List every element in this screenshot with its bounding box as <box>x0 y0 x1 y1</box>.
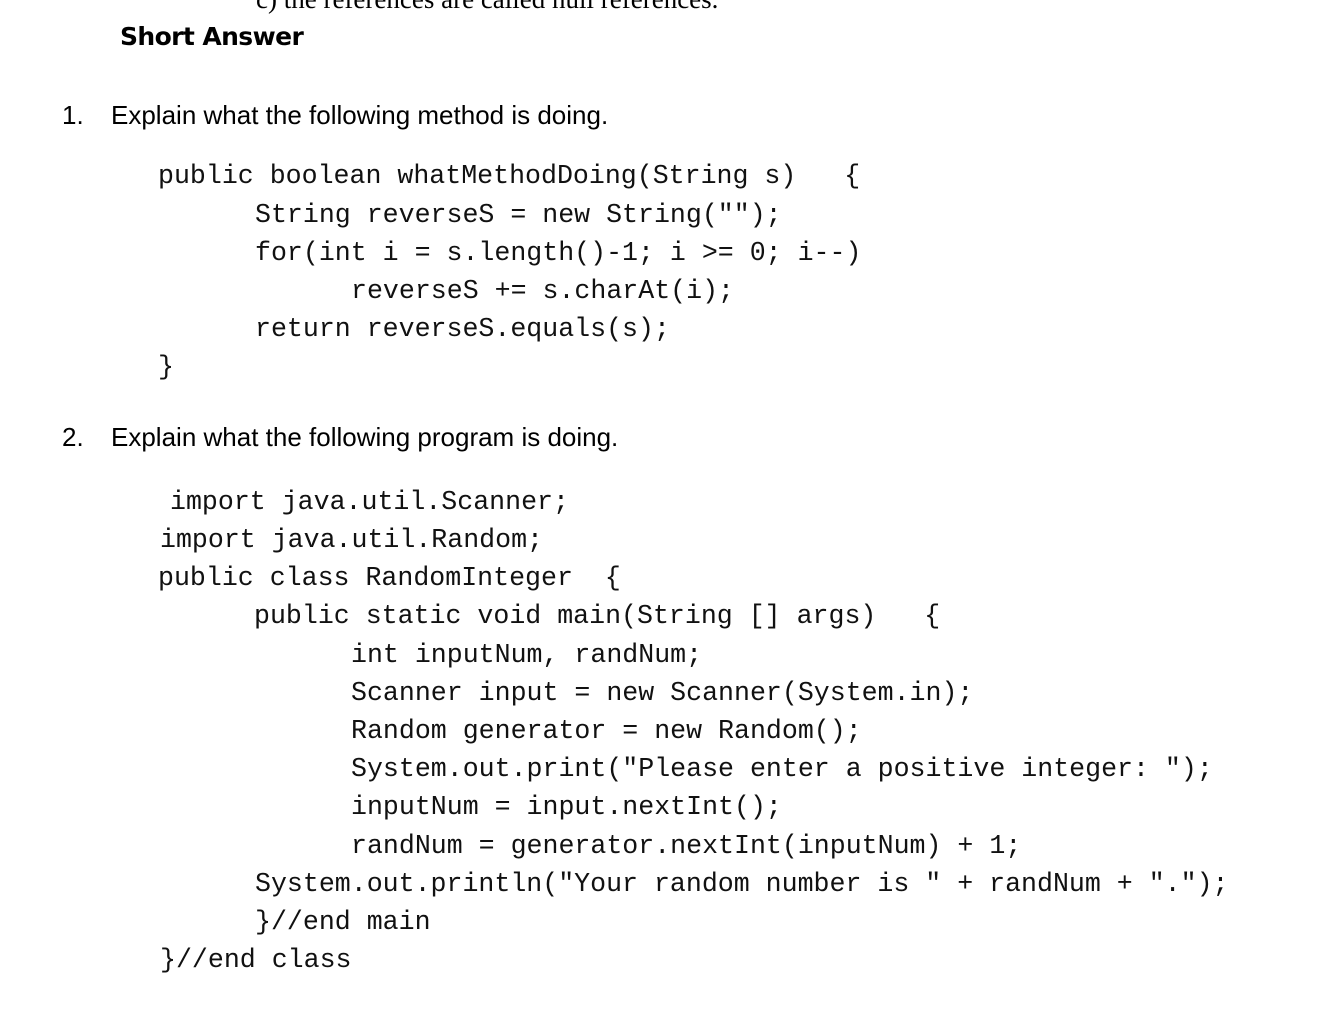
code-line: return reverseS.equals(s); <box>255 314 670 344</box>
code-line: import java.util.Random; <box>160 525 544 555</box>
code-line: System.out.println("Your random number i… <box>255 869 1229 899</box>
code-line: String reverseS = new String(""); <box>255 200 782 230</box>
code-line: Random generator = new Random(); <box>351 716 862 746</box>
code-line: public class RandomInteger { <box>158 563 621 593</box>
code-line: System.out.print("Please enter a positiv… <box>351 754 1213 784</box>
code-line: }//end main <box>255 907 431 937</box>
code-line: }//end class <box>160 945 352 975</box>
question-1-prompt: Explain what the following method is doi… <box>111 100 609 130</box>
question-2-number: 2. <box>62 422 84 452</box>
code-line: } <box>158 352 174 382</box>
code-line: public boolean whatMethodDoing(String s)… <box>158 161 861 191</box>
code-line: reverseS += s.charAt(i); <box>351 276 735 306</box>
code-line: inputNum = input.nextInt(); <box>351 792 782 822</box>
cut-off-previous-line: c) the references are called null refere… <box>256 0 718 15</box>
section-heading: Short Answer <box>120 22 304 51</box>
question-1-number: 1. <box>62 100 84 130</box>
code-line: for(int i = s.length()-1; i >= 0; i--) <box>255 238 862 268</box>
code-line: int inputNum, randNum; <box>351 640 703 670</box>
code-line: randNum = generator.nextInt(inputNum) + … <box>351 831 1022 861</box>
question-2-prompt: Explain what the following program is do… <box>111 422 619 452</box>
code-line: public static void main(String [] args) … <box>254 601 941 631</box>
code-line: import java.util.Scanner; <box>170 487 569 517</box>
code-line: Scanner input = new Scanner(System.in); <box>351 678 974 708</box>
